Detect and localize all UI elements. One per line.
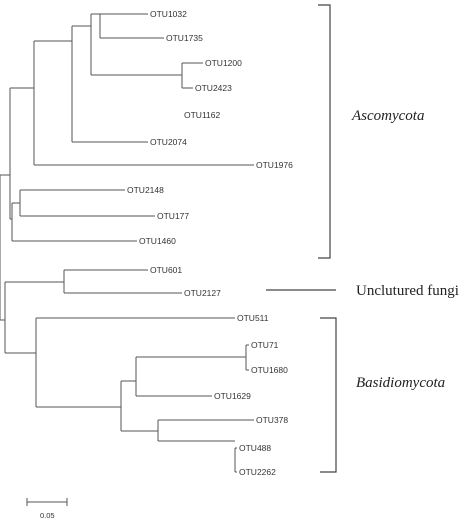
tip-label: OTU1032 xyxy=(150,9,187,19)
tip-label: OTU71 xyxy=(251,340,279,350)
tip-label: OTU1162 xyxy=(184,110,220,120)
scale-bar: 0.05 xyxy=(26,498,68,520)
tip-label: OTU2262 xyxy=(239,467,276,477)
tip-labels: OTU1032 OTU1735 OTU1200 OTU2423 OTU1162 … xyxy=(127,9,293,477)
basidiomycota-label: Basidiomycota xyxy=(356,375,445,391)
tree-branches xyxy=(0,13,254,473)
tip-label: OTU601 xyxy=(150,265,182,275)
tip-label: OTU2423 xyxy=(195,83,232,93)
scale-bar-label: 0.05 xyxy=(40,511,55,520)
tip-label: OTU1735 xyxy=(166,33,203,43)
tip-label: OTU488 xyxy=(239,443,271,453)
tip-label: OTU2148 xyxy=(127,185,164,195)
ascomycota-label: Ascomycota xyxy=(351,108,424,124)
tip-label: OTU1460 xyxy=(139,236,176,246)
tip-label: OTU1976 xyxy=(256,160,293,170)
tip-label: OTU2074 xyxy=(150,137,187,147)
unclutured-fungi-label: Unclutured fungi xyxy=(356,283,459,299)
tip-label: OTU1680 xyxy=(251,365,288,375)
ascomycota-bracket xyxy=(318,4,331,259)
tip-label: OTU2127 xyxy=(184,288,221,298)
tip-label: OTU1200 xyxy=(205,58,242,68)
tip-label: OTU177 xyxy=(157,211,189,221)
tip-label: OTU511 xyxy=(237,313,269,323)
tip-label: OTU1629 xyxy=(214,391,251,401)
basidiomycota-bracket xyxy=(320,317,337,473)
tip-label: OTU378 xyxy=(256,415,288,425)
